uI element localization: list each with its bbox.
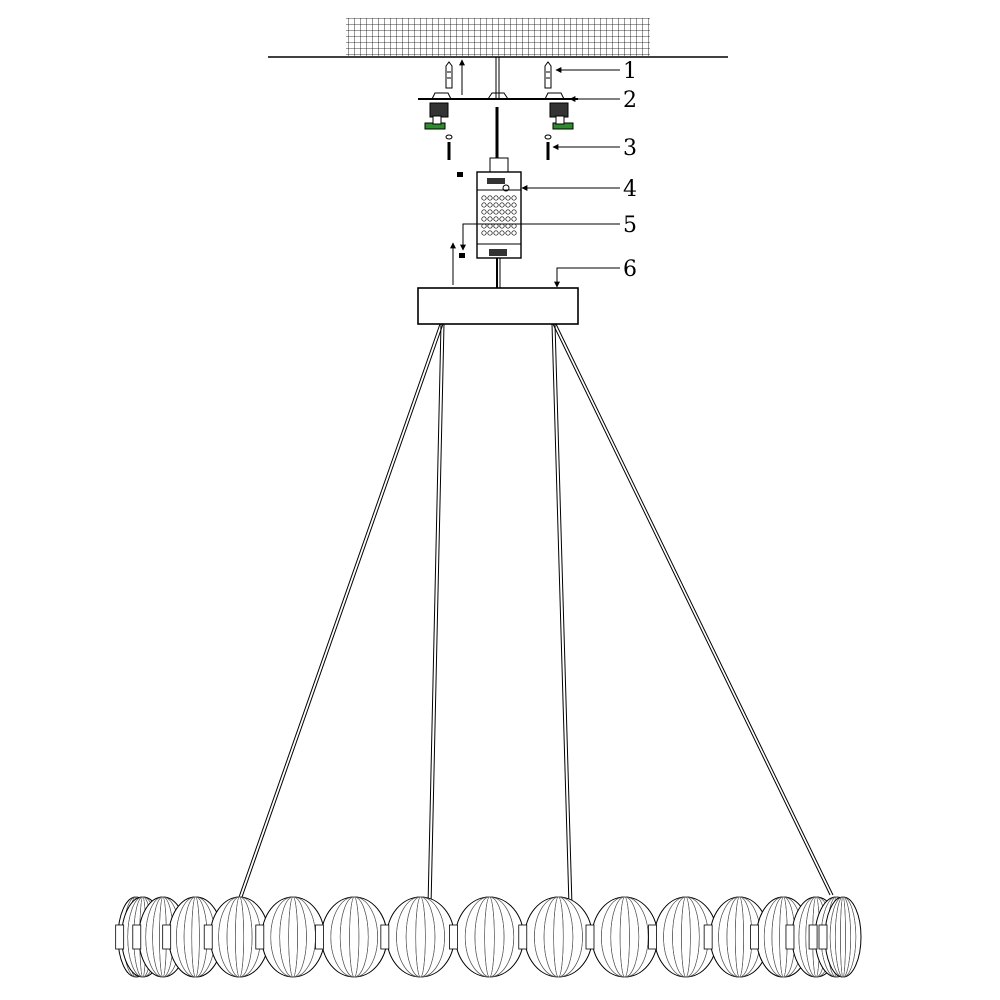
driver-vent-holes: [481, 195, 517, 236]
globe: [380, 896, 455, 978]
callout-5: 5: [460, 213, 637, 251]
vent-hole: [481, 209, 487, 215]
vent-hole: [505, 195, 511, 201]
callout-label: 3: [623, 136, 637, 161]
vent-hole: [481, 216, 487, 222]
canopy: [417, 287, 579, 325]
globe: [449, 896, 524, 978]
vent-hole: [493, 195, 499, 201]
vent-hole: [499, 202, 505, 208]
vent-hole: [505, 216, 511, 222]
vent-hole: [505, 230, 511, 236]
vent-hole: [487, 202, 493, 208]
vent-hole: [511, 230, 517, 236]
globe: [818, 896, 862, 978]
globe: [585, 896, 659, 978]
wall-anchor-right: [544, 61, 552, 89]
mounting-bracket: [418, 92, 578, 130]
driver-box: [450, 157, 522, 288]
wall-anchor-left: [445, 61, 453, 89]
vent-hole: [499, 195, 505, 201]
callout-1: 1: [555, 59, 637, 84]
vent-hole: [493, 202, 499, 208]
vent-hole: [511, 202, 517, 208]
callout-3: 3: [552, 136, 637, 161]
callout-6: 6: [554, 257, 637, 288]
vent-hole: [487, 216, 493, 222]
suspension-wires: [237, 323, 834, 907]
callout-2: 2: [569, 88, 637, 113]
vent-hole: [493, 230, 499, 236]
globe-ring: [115, 896, 862, 978]
ceiling: [268, 18, 728, 58]
vent-hole: [487, 195, 493, 201]
screws: [445, 134, 552, 177]
vent-hole: [511, 216, 517, 222]
wall-anchors: [445, 59, 552, 95]
callout-label: 2: [623, 88, 637, 113]
vent-hole: [481, 230, 487, 236]
globe: [518, 896, 593, 978]
globe: [315, 896, 388, 978]
callouts: 1 2 3 4 5 6: [460, 59, 637, 288]
callout-label: 4: [623, 177, 637, 202]
vent-hole: [505, 202, 511, 208]
vent-hole: [499, 216, 505, 222]
vent-hole: [505, 209, 511, 215]
vent-hole: [499, 209, 505, 215]
callout-label: 6: [623, 257, 637, 282]
callout-label: 1: [623, 59, 637, 84]
vent-hole: [499, 230, 505, 236]
bracket-clamp-left: [429, 102, 449, 118]
ceiling-hatch: [346, 18, 650, 56]
callout-label: 5: [623, 213, 637, 238]
vent-hole: [511, 195, 517, 201]
bracket-clamp-right: [549, 102, 569, 118]
vent-hole: [487, 230, 493, 236]
globe: [203, 896, 270, 978]
vent-hole: [481, 202, 487, 208]
vent-hole: [493, 216, 499, 222]
callout-4: 4: [521, 177, 637, 202]
globe: [255, 896, 325, 978]
vent-hole: [481, 195, 487, 201]
vent-hole: [487, 209, 493, 215]
vent-hole: [493, 209, 499, 215]
vent-hole: [511, 209, 517, 215]
